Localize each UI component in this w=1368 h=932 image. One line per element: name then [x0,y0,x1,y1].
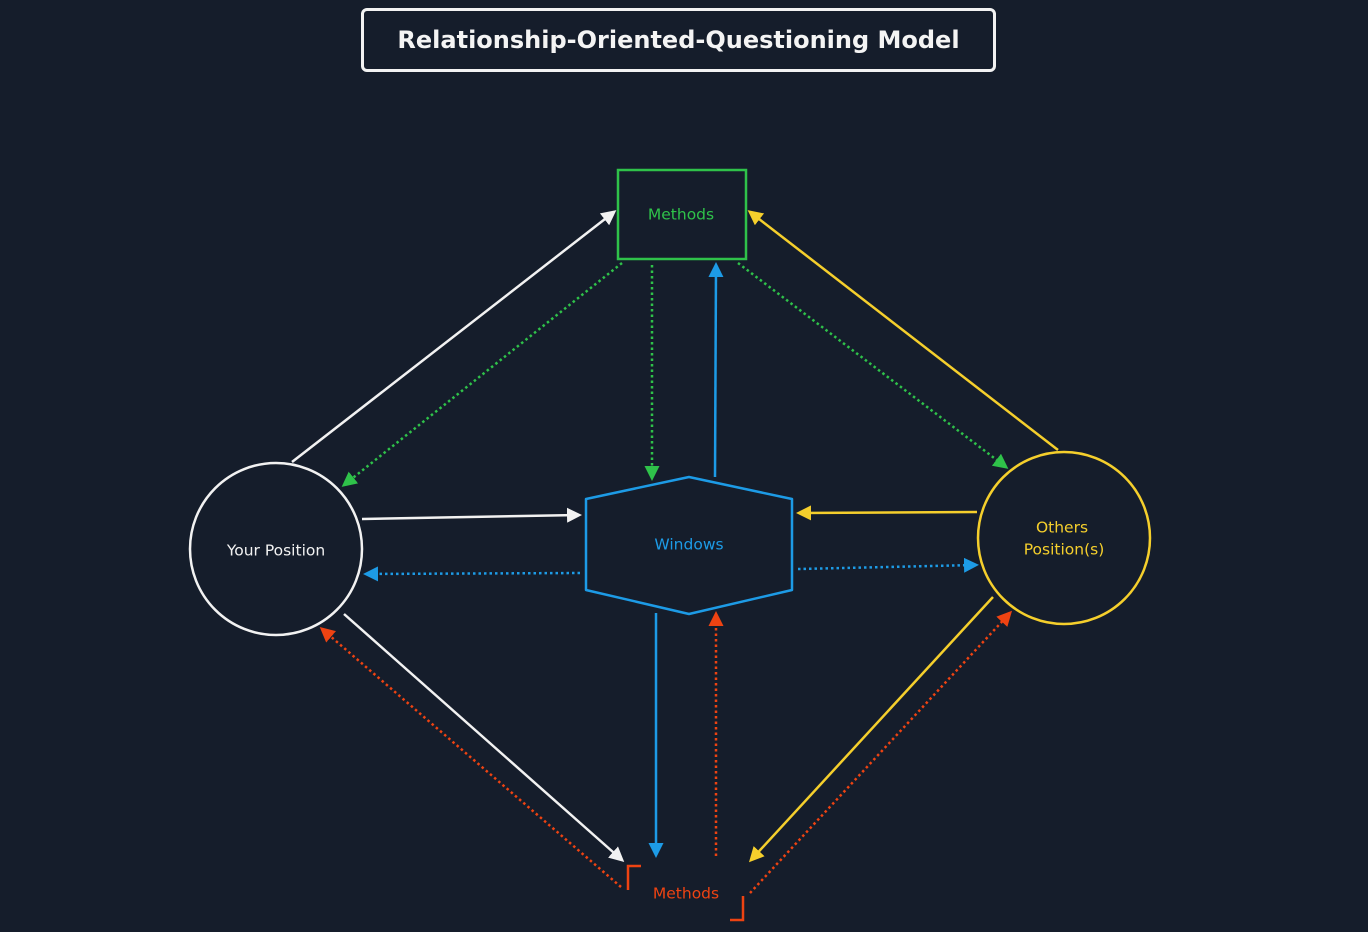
diagram-title: Relationship-Oriented-Questioning Model [361,8,996,72]
others-position-circle [976,450,1152,626]
arrow-others-position-to-methods-bottom [748,596,994,863]
arrow-methods-bottom-to-your-position [319,627,622,888]
others-position-label-line2: Position(s) [1024,541,1105,559]
arrow-others-position-to-windows [796,505,978,521]
methods-top-label: Methods [648,206,714,224]
methods-top-box [616,168,748,261]
your-position-label: Your Position [226,542,325,560]
arrow-windows-to-others-position [797,557,979,573]
methods-bottom-bracket-right [730,896,745,922]
windows-hexagon [584,475,794,616]
arrow-methods-top-to-others-position [737,262,1009,469]
arrow-windows-to-your-position [363,566,581,582]
arrow-methods-bottom-to-others-position [749,610,1013,894]
methods-bottom-bracket-left [626,864,641,890]
arrow-your-position-to-windows [361,507,582,523]
arrow-methods-top-to-your-position [341,262,623,487]
your-position-circle [188,461,364,637]
arrow-windows-to-methods-top [708,262,724,478]
windows-label: Windows [654,536,723,554]
methods-bottom-label: Methods [653,885,719,903]
arrow-your-position-to-methods-top [291,210,617,463]
others-position-label-line1: Others [1036,519,1088,537]
arrow-your-position-to-methods-bottom [343,613,625,862]
arrow-others-position-to-methods-top [747,210,1059,451]
